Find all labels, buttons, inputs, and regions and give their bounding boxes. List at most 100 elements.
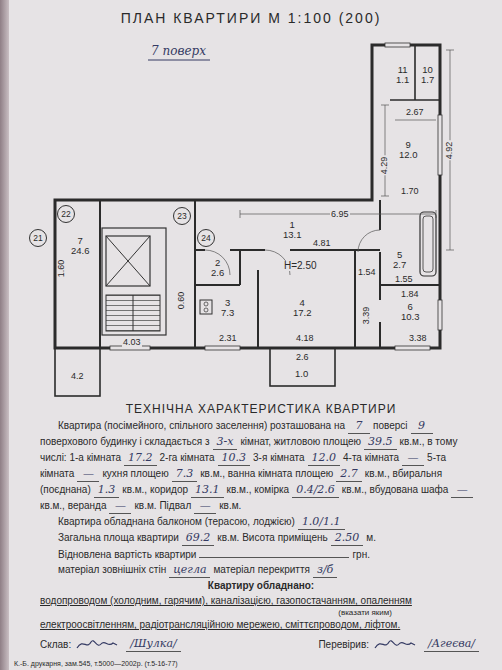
dimension: 1.60 [57,259,66,279]
form-text: поверсі [373,420,408,431]
form-text: Відновлена вартість квартири [58,549,196,560]
plan-title: ПЛАН КВАРТИРИ М 1:100 (200) [0,10,502,26]
room-number: 4 [293,298,312,308]
room-label: 724.6 [69,235,92,257]
dimension: 1.84 [400,290,420,299]
handwritten-value: 10.3 [218,451,251,466]
room-area: 1.1 [396,75,409,85]
room-area: 7.3 [221,308,234,318]
form-line: Відновлена вартість квартири грн. [40,546,482,562]
room-area: 10.3 [401,312,420,322]
form-text: кв.м. Підвал [134,500,191,511]
dimension: 3.39 [362,306,371,326]
room-label: 1.0 [293,368,310,380]
axis-number: 21 [33,233,42,243]
form-text: кв.м. Висота приміщень [217,532,327,543]
room-label: 417.2 [291,297,314,319]
form-line: ТЕХНІЧНА ХАРАКТЕРИСТИКА КВАРТИРИ [40,400,482,418]
room-number: 6 [401,302,420,312]
handwritten-value: 7 [348,419,370,434]
form-text: (вказати яким) [338,608,392,617]
dimension: H=2.50 [283,261,318,271]
form-text: кв.м., коридор [122,484,188,495]
form-line: Загальна площа квартири69.2кв.м. Висота … [40,530,482,546]
dimension: 1.54 [357,268,377,277]
room-number: 3 [221,298,234,308]
dimension: 1.70 [400,187,420,196]
handwritten-value: 1.3 [94,483,120,498]
axis-circle: 24 [197,229,215,247]
room-area: 2.6 [211,268,224,278]
handwritten-value: /Агеєва/ [424,637,479,652]
form-text: Квартира (посімейного, спільного заселен… [58,420,345,431]
axis-number: 22 [61,209,70,219]
room-number: 1.0 [295,369,308,379]
axis-number: 23 [177,211,186,221]
form-line: водопроводом (холодним, гарячим), каналі… [40,593,482,608]
room-number: 5 [393,250,406,260]
dimension: 0.60 [177,291,186,311]
form-text: водопроводом (холодним, гарячим), каналі… [40,595,412,606]
form-text: кв.м., веранда [40,500,106,511]
room-area: 12.0 [399,150,418,160]
room-area: 17.2 [293,308,312,318]
form-text: 2-га кімната [160,452,215,463]
handwritten-value: — [109,499,131,514]
handwritten-value: 2.50 [331,531,364,546]
form-line: електроосвітленням, радіотрансляційною м… [40,617,482,632]
form-line: (вказати яким) [40,608,482,617]
form-text: кухня площею [102,468,168,479]
room-area: 24.6 [71,246,90,256]
form-text: 3-я кімната [253,452,304,463]
handwritten-value: — [194,499,216,514]
room-number: 11 [396,65,409,75]
dimension: 4.2 [70,372,85,381]
form-text: кімнат, житловою площею [240,436,361,447]
axis-circle: 21 [29,229,47,247]
handwritten-value: — [77,467,99,482]
form-text: Склав: [40,637,71,652]
room-label: 52.7 [391,249,408,271]
handwritten-value: 69.2 [182,531,215,546]
handwritten-value: 39.5 [364,435,397,450]
room-area: 1.7 [421,75,434,85]
handwritten-value: 12.0 [308,451,341,466]
handwritten-value: 3-х [213,435,238,450]
room-label: 912.0 [397,139,420,161]
room-label: 101.7 [419,64,436,86]
dimension: 4.29 [380,156,389,176]
form-text: кв.м., ванна кімната площею [200,468,333,479]
form-text: грн. [352,549,370,560]
form-line: матеріал зовнішніх стінцегламатеріал пер… [40,562,482,578]
photo-edge [0,0,9,670]
characteristics-form: ТЕХНІЧНА ХАРАКТЕРИСТИКА КВАРТИРИ Квартира… [40,400,482,652]
form-text: кв.м., вбудована шафа [342,484,448,495]
handwritten-value: 17.2 [124,451,157,466]
room-label: 22.6 [209,257,226,279]
signature-row: Склав:/Шулка/Перевірив:/Агеєва/ [40,636,482,652]
handwritten-value: 1.0/1.1 [298,515,345,530]
axis-circle: 23 [173,207,191,225]
dimension: 3.38 [408,334,428,343]
form-text: 4-та кімната [343,452,399,463]
form-heading: ТЕХНІЧНА ХАРАКТЕРИСТИКА КВАРТИРИ [126,402,397,416]
handwritten-value: 9 [411,419,433,434]
room-number: 1 [283,220,302,230]
room-area: 2.7 [393,260,406,270]
dimension: 2.67 [405,108,425,117]
axis-circle: 22 [57,205,75,223]
handwritten-value: 2.7 [336,467,362,482]
form-line: Квартиру обладнано: [40,578,482,593]
form-text: Перевірив: [318,637,369,652]
form-text: м. [366,532,376,543]
room-area: 13.1 [283,230,302,240]
dimension: 4.92 [445,141,454,161]
form-text: електроосвітленням, радіотрансляційною м… [40,619,400,630]
handwritten-value: — [402,451,424,466]
dimension: 4.03 [122,338,142,347]
room-number: 2 [211,258,224,268]
form-line: Квартира (посімейного, спільного заселен… [40,418,482,514]
form-text: кв.м. [219,500,241,511]
form-text: кв.м., комірка [227,484,290,495]
dimension: 4.81 [312,239,332,248]
